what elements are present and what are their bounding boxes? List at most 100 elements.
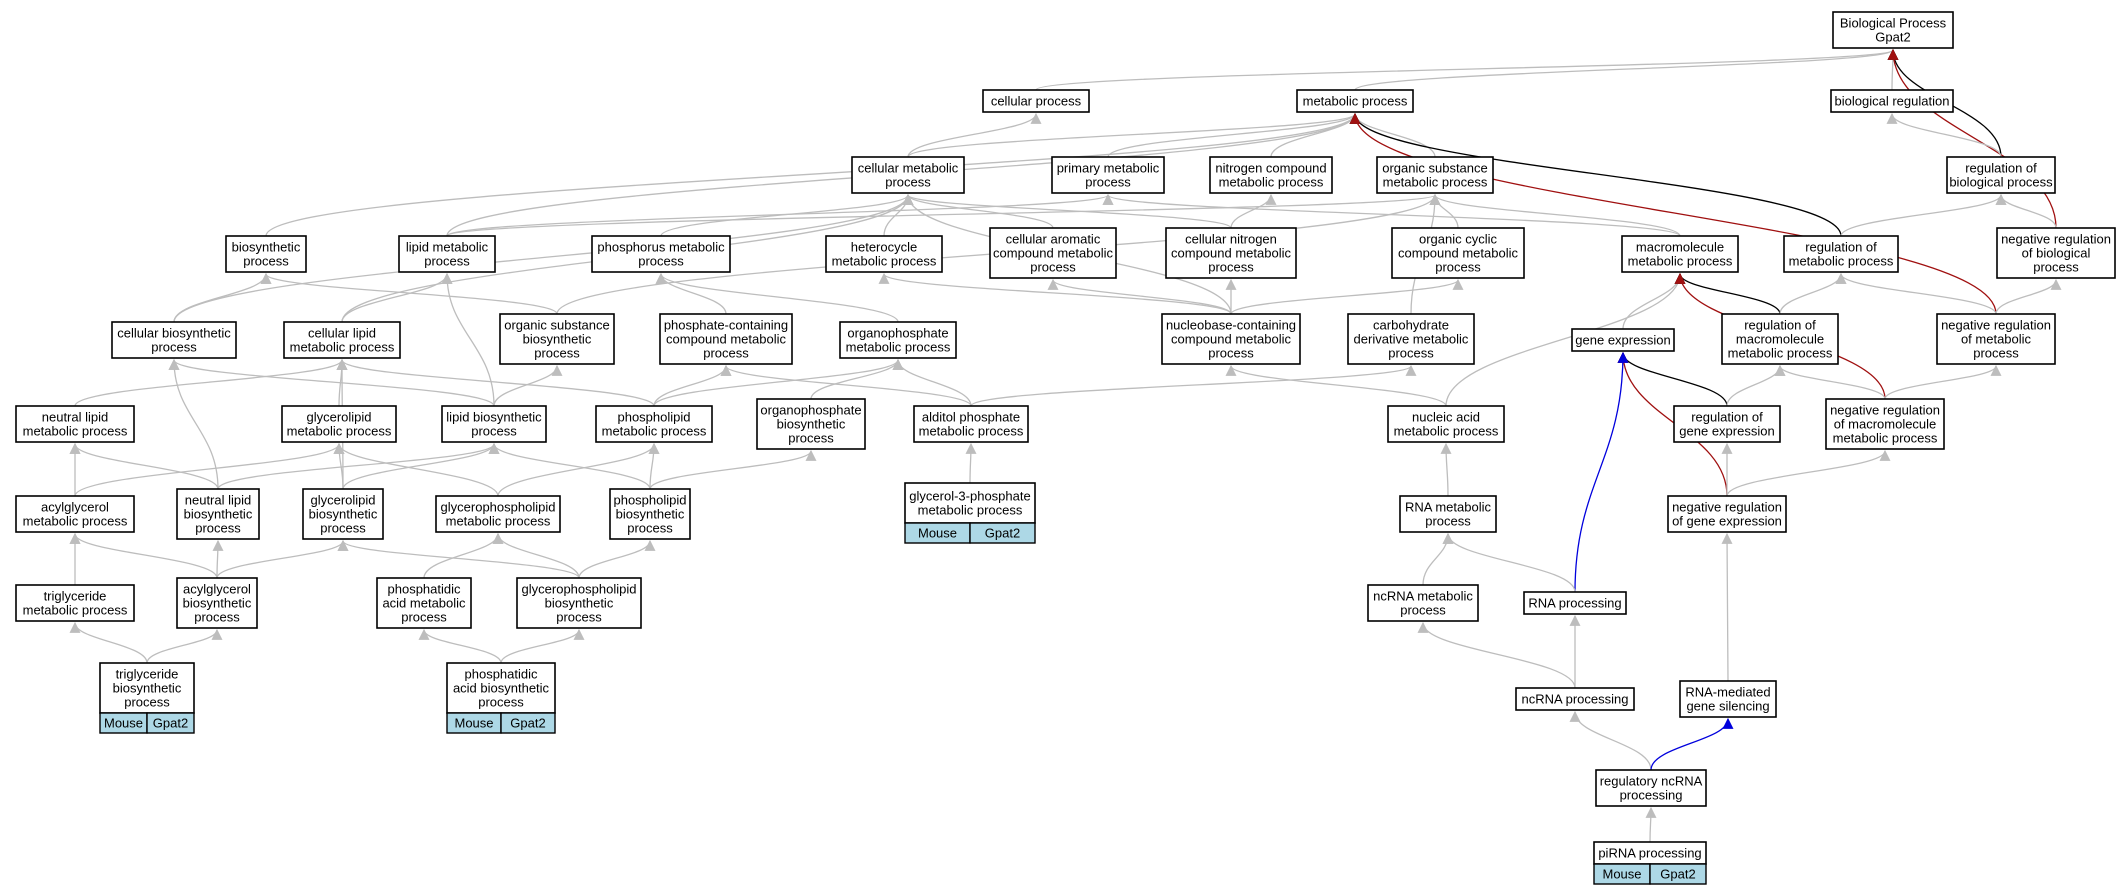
gene-label: Gpat2 (510, 716, 545, 731)
node-label: organophosphate (760, 403, 861, 418)
node-box (283, 321, 401, 359)
node-label: biosynthetic (777, 417, 846, 432)
edge-organophosphate_metabolic-to-phosphorus_metabolic (655, 272, 899, 323)
node-label: process (1388, 346, 1434, 361)
edge-acylglycerol_metabolic-to-glycerolipid_metabolic (74, 442, 345, 497)
node-ncrna-processing[interactable]: ncRNA processing (1515, 687, 1635, 711)
node-box (225, 235, 307, 273)
node-label: process (627, 521, 673, 536)
node-biological-regulation[interactable]: biological regulation (1830, 89, 1954, 113)
node-label: metabolic process (1219, 175, 1324, 190)
node-label: acid biosynthetic (453, 681, 550, 696)
node-label: acylglycerol (41, 500, 109, 515)
node-gene-expression[interactable]: gene expression (1571, 328, 1675, 352)
edge-biosynthetic-to-metabolic_process (265, 112, 1361, 237)
gene-cell (969, 522, 1036, 544)
node-box (1996, 227, 2116, 279)
node-label: ncRNA metabolic (1373, 589, 1473, 604)
node-label: biosynthetic (113, 681, 182, 696)
node-metabolic-process[interactable]: metabolic process (1296, 89, 1414, 113)
node-label: process (556, 610, 602, 625)
edge-phospholipid_metabolic-to-organophosphate_metabolic (653, 358, 904, 407)
edge-cellular_metabolic-to-metabolic_process (907, 112, 1361, 158)
node-box (15, 584, 135, 622)
node-label: regulatory ncRNA (1600, 774, 1703, 789)
species-label: Mouse (918, 526, 957, 541)
node-box (1825, 398, 1945, 450)
node-box (851, 156, 965, 194)
edge-phospholipid_biosynthetic-to-phospholipid_metabolic (648, 442, 660, 490)
node-cellular-process[interactable]: cellular process (982, 89, 1090, 113)
edge-regulatory_ncrna_processing-to-rna_mediated_silencing (1650, 717, 1734, 771)
node-label: regulation of (1805, 240, 1877, 255)
edge-phosphatidic_acid_biosynthetic-to-glycerophospholipid_biosynthetic (500, 628, 585, 664)
node-box (1936, 313, 2056, 365)
edge-lipid_metabolic-to-organic_substance_metabolic (446, 193, 1440, 237)
node-label: process (1973, 346, 2019, 361)
node-label: ncRNA processing (1522, 692, 1629, 707)
node-label: process (1400, 603, 1446, 618)
node-label: neutral lipid (185, 493, 252, 508)
node-rna-processing[interactable]: RNA processing (1523, 591, 1627, 615)
node-box (825, 235, 943, 273)
node-label: process (1208, 260, 1254, 275)
node-label: RNA processing (1528, 596, 1621, 611)
edge-phospholipid_biosynthetic-to-organophosphate_biosynthetic (649, 449, 817, 490)
node-box (176, 577, 258, 629)
node-label: of biological (2022, 246, 2091, 261)
edge-lipid_metabolic-to-primary_metabolic (446, 193, 1114, 237)
